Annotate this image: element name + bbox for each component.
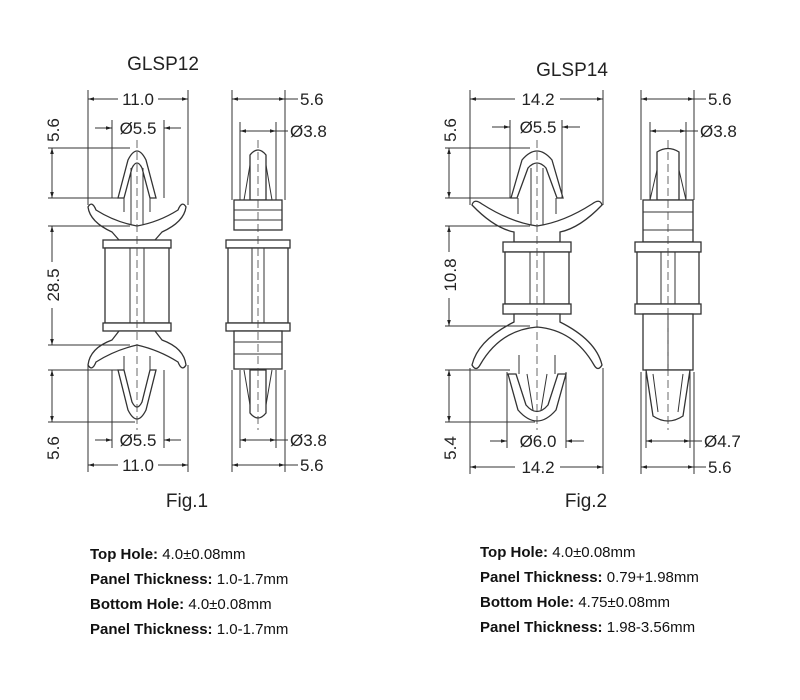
fig1-caption: Fig.1 bbox=[166, 491, 208, 512]
fig1-drawing: GLSP12 bbox=[44, 54, 327, 512]
fig1-side-width-top: 5.6 bbox=[300, 90, 324, 109]
spec-label: Top Hole: bbox=[480, 544, 549, 561]
spec-label: Bottom Hole: bbox=[90, 596, 185, 613]
spec-value: 4.75±0.08mm bbox=[578, 594, 670, 611]
spec-row: Panel Thickness: 1.0-1.7mm bbox=[90, 617, 288, 642]
fig2-bottom-height: 5.4 bbox=[441, 436, 460, 460]
fig2-body-height: 10.8 bbox=[441, 258, 460, 291]
fig1-title: GLSP12 bbox=[127, 54, 199, 75]
fig2-side-pin-bottom: Ø4.7 bbox=[704, 432, 741, 451]
fig2-bottom-width: 14.2 bbox=[521, 458, 554, 477]
spec-label: Panel Thickness: bbox=[90, 571, 213, 588]
fig2-title: GLSP14 bbox=[536, 60, 608, 81]
fig2-specs: Top Hole: 4.0±0.08mm Panel Thickness: 0.… bbox=[480, 540, 699, 640]
spec-row: Bottom Hole: 4.0±0.08mm bbox=[90, 592, 288, 617]
fig2-side-view bbox=[634, 140, 702, 430]
fig2-side-width-bottom: 5.6 bbox=[708, 458, 732, 477]
spec-label: Panel Thickness: bbox=[90, 621, 213, 638]
fig2-caption: Fig.2 bbox=[565, 491, 607, 512]
fig1-bottom-hole: Ø5.5 bbox=[120, 431, 157, 450]
spec-row: Top Hole: 4.0±0.08mm bbox=[90, 542, 288, 567]
fig2-side-pin-top: Ø3.8 bbox=[700, 122, 737, 141]
fig1-specs: Top Hole: 4.0±0.08mm Panel Thickness: 1.… bbox=[90, 542, 288, 642]
spec-label: Panel Thickness: bbox=[480, 569, 603, 586]
fig1-front-view bbox=[87, 140, 187, 430]
fig1-top-width: 11.0 bbox=[122, 90, 154, 109]
fig1-side-pin-bottom: Ø3.8 bbox=[290, 431, 327, 450]
spec-row: Bottom Hole: 4.75±0.08mm bbox=[480, 590, 699, 615]
spec-value: 1.0-1.7mm bbox=[216, 571, 289, 588]
spec-row: Panel Thickness: 1.98-3.56mm bbox=[480, 615, 699, 640]
fig2-top-width: 14.2 bbox=[521, 90, 554, 109]
spec-row: Panel Thickness: 1.0-1.7mm bbox=[90, 567, 288, 592]
fig1-side-view bbox=[225, 140, 291, 430]
spec-value: 1.0-1.7mm bbox=[216, 621, 289, 638]
spec-value: 0.79+1.98mm bbox=[606, 569, 699, 586]
fig1-bottom-height: 5.6 bbox=[44, 436, 63, 460]
fig1-dimensions: 11.0 Ø5.5 5.6 Ø3.8 5.6 28.5 5.6 Ø5.5 bbox=[44, 90, 327, 475]
spec-value: 4.0±0.08mm bbox=[162, 546, 246, 563]
spec-value: 4.0±0.08mm bbox=[188, 596, 272, 613]
spec-value: 4.0±0.08mm bbox=[552, 544, 636, 561]
spec-value: 1.98-3.56mm bbox=[606, 619, 696, 636]
fig1-body-height: 28.5 bbox=[44, 268, 63, 301]
fig1-top-hole: Ø5.5 bbox=[120, 119, 157, 138]
spec-row: Panel Thickness: 0.79+1.98mm bbox=[480, 565, 699, 590]
fig2-top-height: 5.6 bbox=[441, 118, 460, 142]
spec-label: Panel Thickness: bbox=[480, 619, 603, 636]
spec-label: Top Hole: bbox=[90, 546, 159, 563]
fig2-side-width-top: 5.6 bbox=[708, 90, 732, 109]
fig2-bottom-hole: Ø6.0 bbox=[520, 432, 557, 451]
fig1-bottom-width: 11.0 bbox=[122, 456, 154, 475]
fig1-side-width-bottom: 5.6 bbox=[300, 456, 324, 475]
fig2-drawing: GLSP14 bbox=[441, 60, 741, 512]
fig1-top-height: 5.6 bbox=[44, 118, 63, 142]
fig2-top-hole: Ø5.5 bbox=[520, 118, 557, 137]
fig2-front-view bbox=[471, 140, 603, 430]
fig1-side-pin-top: Ø3.8 bbox=[290, 122, 327, 141]
spec-label: Bottom Hole: bbox=[480, 594, 575, 611]
spec-row: Top Hole: 4.0±0.08mm bbox=[480, 540, 699, 565]
fig2-dimensions: 14.2 Ø5.5 5.6 Ø3.8 5.6 10.8 5.4 Ø6.0 bbox=[441, 90, 741, 477]
